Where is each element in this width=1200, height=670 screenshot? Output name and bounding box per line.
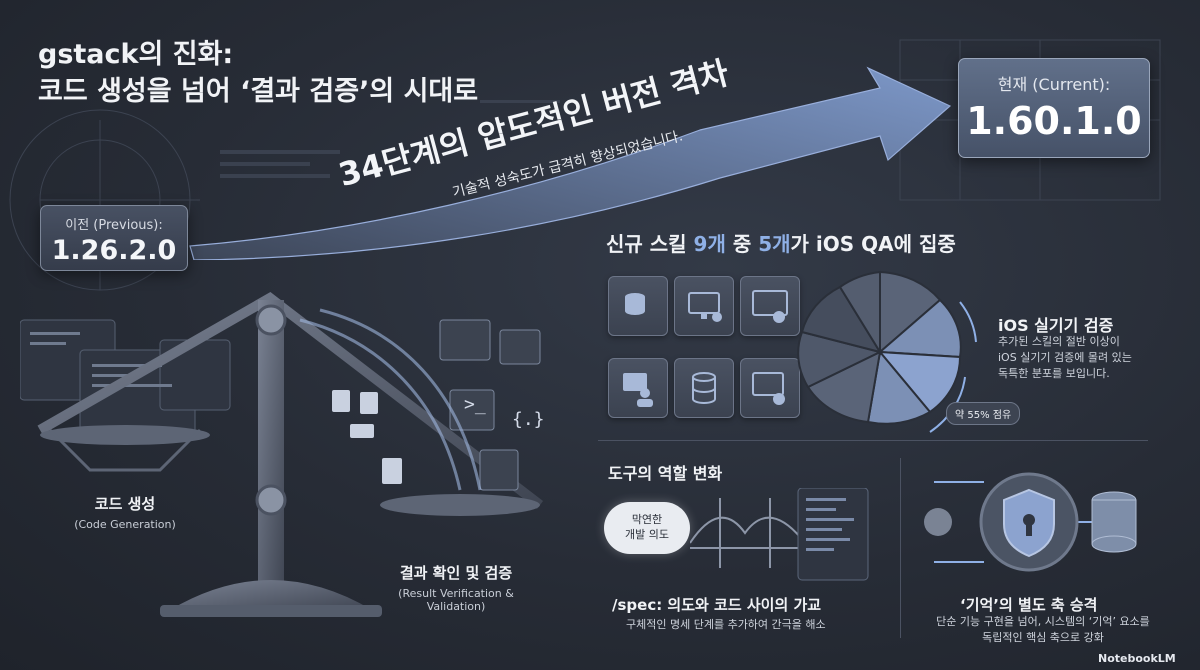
pie-slice <box>800 285 883 354</box>
monitor-gear-icon <box>674 276 734 336</box>
memory-axis-desc: 단순 기능 구현을 넘어, 시스템의 ‘기억’ 요소를 독립적인 핵심 축으로 … <box>930 614 1156 646</box>
memory-desc-line-2: 독립적인 핵심 축으로 강화 <box>982 631 1104 644</box>
cloud-text-2: 개발 의도 <box>625 528 669 541</box>
column-divider <box>900 458 901 638</box>
spec-title: /spec: 의도와 코드 사이의 가교 <box>612 596 822 614</box>
previous-version-box: 이전 (Previous): 1.26.2.0 <box>40 205 188 271</box>
database-stack-icon <box>674 358 734 418</box>
previous-label: 이전 (Previous): <box>65 218 163 233</box>
user-document-icon <box>608 358 668 418</box>
cloud-text-1: 막연한 <box>631 513 663 526</box>
pie-slice <box>838 270 881 356</box>
database-icon <box>608 276 668 336</box>
pie-slice <box>806 350 882 424</box>
balance-scale-illustration: >_ {.} <box>20 292 545 617</box>
ios-skill-count: 5개 <box>758 232 791 256</box>
code-generation-title: 코드 생성 <box>94 495 156 513</box>
page-title: gstack의 진화: 코드 생성을 넘어 ‘결과 검증’의 시대로 <box>38 36 478 110</box>
ios-validation-desc: 추가된 스킬의 절반 이상이 iOS 실기기 검증에 몰려 있는 독특한 분포를… <box>998 334 1132 382</box>
current-version-box: 현재 (Current): 1.60.1.0 <box>958 58 1150 158</box>
share-badge: 약 55% 점유 <box>946 402 1021 425</box>
section-divider <box>598 440 1148 441</box>
current-label: 현재 (Current): <box>997 75 1111 94</box>
skills-title-mid: 중 <box>725 232 759 256</box>
terminal-gear-icon <box>740 358 800 418</box>
previous-version: 1.26.2.0 <box>51 235 177 266</box>
svg-text:>_: >_ <box>464 394 486 415</box>
verification-label: 결과 확인 및 검증 (Result Verification & Valida… <box>368 562 544 613</box>
pie-slice <box>879 270 942 355</box>
vague-intent-cloud: 막연한 개발 의도 <box>604 502 690 554</box>
new-skill-count: 9개 <box>693 232 726 256</box>
terminal-settings-icon <box>740 276 800 336</box>
svg-text:{.}: {.} <box>512 409 545 430</box>
memory-desc-line-1: 단순 기능 구현을 넘어, 시스템의 ‘기억’ 요소를 <box>936 615 1150 628</box>
version-gap-arrow <box>189 66 952 260</box>
pie-slice <box>797 330 883 389</box>
gear-icon <box>924 508 952 536</box>
verification-title: 결과 확인 및 검증 <box>399 564 513 582</box>
code-generation-label: 코드 생성 (Code Generation) <box>70 493 180 531</box>
code-generation-subtitle: (Code Generation) <box>74 518 176 531</box>
skills-title-prefix: 신규 스킬 <box>606 232 694 256</box>
skills-title: 신규 스킬 9개 중 5개가 iOS QA에 집중 <box>606 228 956 257</box>
ios-skill-pie <box>797 270 977 433</box>
pie-slice <box>866 349 932 425</box>
memory-axis-title: ‘기억’의 별도 축 승격 <box>960 596 1098 614</box>
ios-validation-title: iOS 실기기 검증 <box>998 316 1114 335</box>
memory-axis-illustration <box>924 472 1137 572</box>
ios-desc-line-2: iOS 실기기 검증에 몰려 있는 <box>998 351 1132 364</box>
title-line-1: gstack의 진화: <box>38 39 234 70</box>
skills-title-suffix: 가 iOS QA에 집중 <box>790 232 956 256</box>
ios-desc-line-1: 추가된 스킬의 절반 이상이 <box>998 335 1120 348</box>
pie-slice <box>877 350 962 414</box>
role-change-title: 도구의 역할 변화 <box>608 464 723 483</box>
code-panel-icon <box>20 319 231 441</box>
database-icon <box>1091 491 1137 553</box>
ios-desc-line-3: 독특한 분포를 보입니다. <box>998 367 1110 380</box>
title-line-2: 코드 생성을 넘어 ‘결과 검증’의 시대로 <box>38 76 479 107</box>
pie-slice <box>877 298 962 359</box>
verification-subtitle: (Result Verification & Validation) <box>398 587 514 613</box>
bridge-icon <box>690 488 869 581</box>
brand-watermark: NotebookLM <box>1098 652 1176 665</box>
spec-desc: 구체적인 명세 단계를 추가하여 간극을 해소 <box>626 618 826 631</box>
current-version: 1.60.1.0 <box>966 99 1142 143</box>
